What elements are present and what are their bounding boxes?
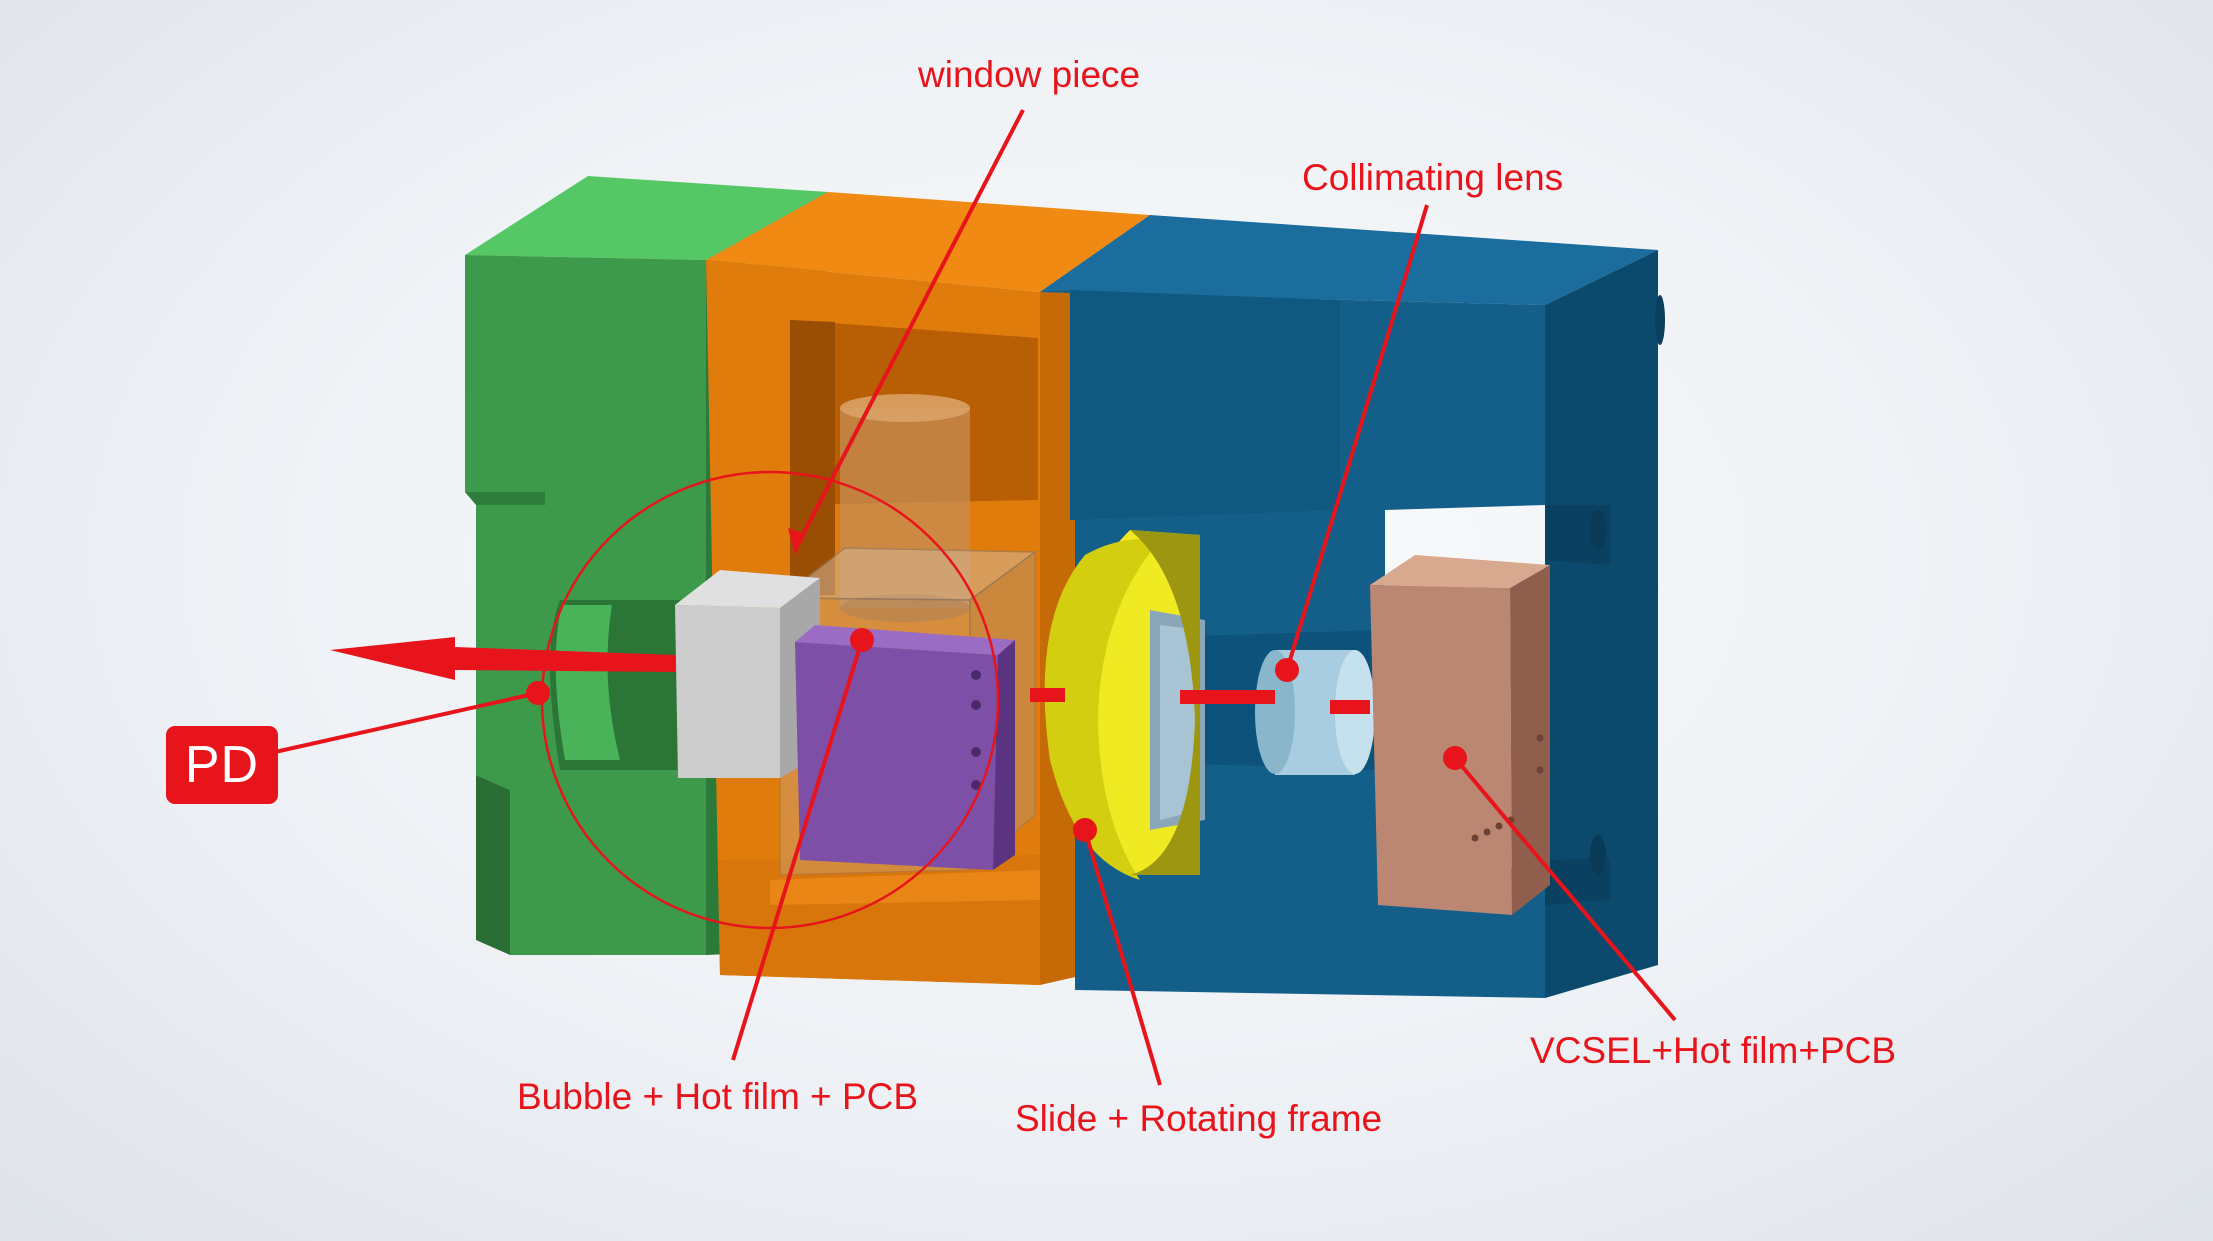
window-leader-arrowhead bbox=[788, 528, 806, 555]
label-bubble-hot-film-pcb: Bubble + Hot film + PCB bbox=[517, 1076, 919, 1117]
light-beam bbox=[330, 637, 1370, 714]
leader-dots bbox=[526, 628, 1467, 842]
rotating-frame bbox=[1044, 530, 1205, 880]
vcsel-pcb bbox=[1370, 555, 1550, 915]
label-slide-rotating-frame: Slide + Rotating frame bbox=[1015, 1098, 1383, 1139]
label-window-piece: window piece bbox=[918, 54, 1141, 95]
label-vcsel-hot-film-pcb: VCSEL+Hot film+PCB bbox=[1530, 1030, 1897, 1071]
leader-lines bbox=[274, 109, 1677, 1086]
label-collimating-lens: Collimating lens bbox=[1302, 157, 1564, 198]
pd-badge: PD bbox=[166, 726, 278, 804]
